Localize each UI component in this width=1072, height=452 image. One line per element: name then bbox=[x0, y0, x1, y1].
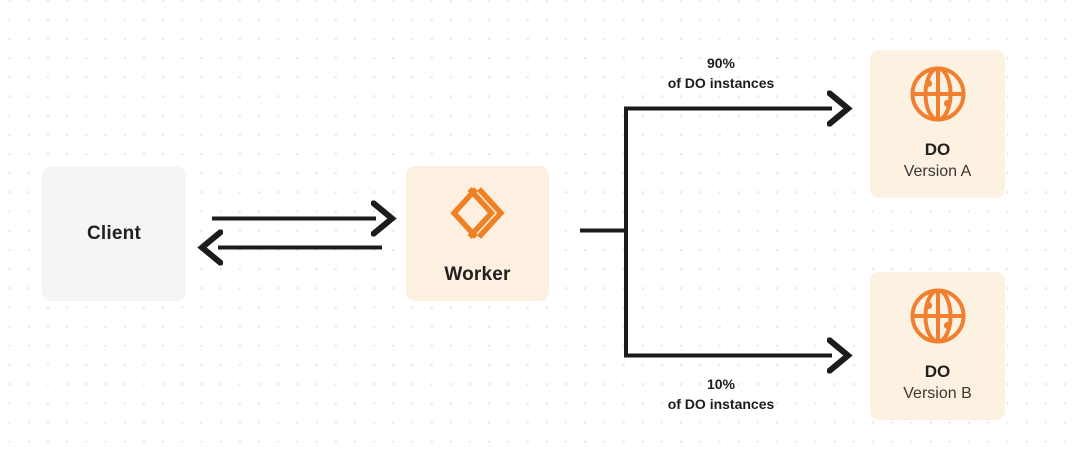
edge-label-do-b: 10% of DO instances bbox=[627, 374, 815, 415]
edge-label-do-a: 90% of DO instances bbox=[627, 53, 815, 94]
edge-label-do-b-description: of DO instances bbox=[667, 396, 775, 413]
globe-icon bbox=[909, 65, 967, 128]
edge-label-do-a-percent: 90% bbox=[706, 55, 736, 71]
node-do-version-b[interactable]: DO Version B bbox=[870, 272, 1005, 420]
node-client-label: Client bbox=[87, 222, 141, 244]
node-do-a-subtitle: Version A bbox=[903, 163, 972, 181]
edge-worker-split bbox=[580, 106, 628, 358]
node-do-a-title: DO bbox=[924, 139, 951, 159]
node-client[interactable]: Client bbox=[42, 166, 186, 301]
globe-icon bbox=[909, 287, 967, 350]
node-do-b-title: DO bbox=[924, 361, 951, 381]
node-worker-label: Worker bbox=[444, 264, 511, 286]
edge-label-do-b-percent: 10% bbox=[706, 376, 736, 392]
cloudflare-workers-icon bbox=[446, 181, 510, 250]
node-do-b-subtitle: Version B bbox=[903, 385, 972, 403]
node-worker[interactable]: Worker bbox=[406, 166, 549, 301]
edge-label-do-a-description: of DO instances bbox=[667, 75, 775, 92]
node-do-version-a[interactable]: DO Version A bbox=[870, 50, 1005, 198]
